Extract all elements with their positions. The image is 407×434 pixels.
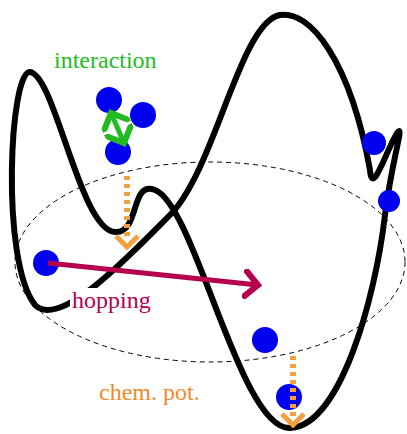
chem-pot-arrow xyxy=(290,356,296,418)
chem-pot-head xyxy=(116,236,138,247)
interaction-arrow xyxy=(111,113,124,143)
particles xyxy=(33,87,400,410)
interaction-label: interaction xyxy=(52,48,159,72)
chem-pot-head xyxy=(282,414,304,425)
hopping-label: hopping xyxy=(70,288,153,312)
chem-pot-arrow xyxy=(124,176,130,240)
lattice-ellipse xyxy=(15,162,405,362)
potential-curve xyxy=(12,15,400,428)
hopping-arrow xyxy=(48,263,258,285)
chem-pot-label: chem. pot. xyxy=(97,380,202,404)
